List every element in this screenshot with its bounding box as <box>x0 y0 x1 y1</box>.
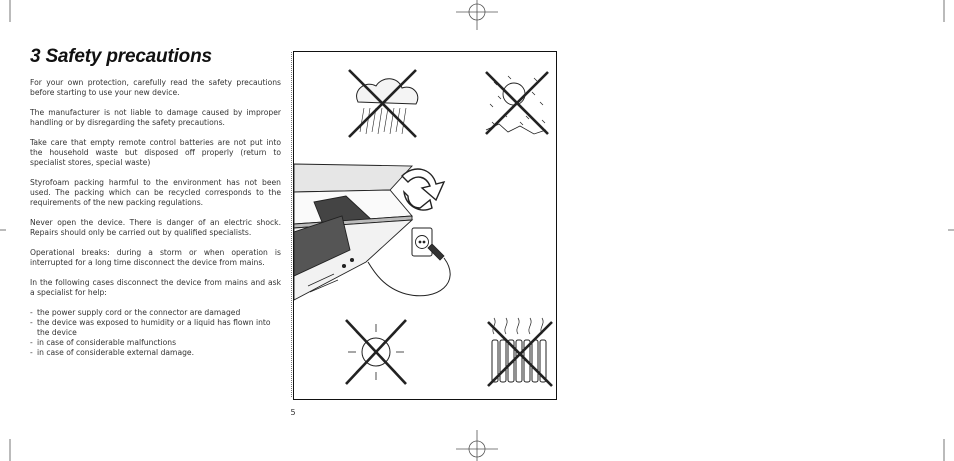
device-illustration <box>294 163 414 301</box>
column-divider <box>291 52 292 397</box>
power-socket-icon <box>411 227 445 261</box>
list-item: in case of considerable malfunctions <box>30 338 281 348</box>
safety-illustration <box>293 51 557 400</box>
snow-icon <box>485 71 549 135</box>
paragraph-own-protection: For your own protection, carefully read … <box>30 78 281 97</box>
paragraph-disconnect-cases: In the following cases disconnect the de… <box>30 278 281 297</box>
paragraph-operational-breaks: Operational breaks: during a storm or wh… <box>30 248 281 267</box>
paragraph-packing: Styrofoam packing harmful to the environ… <box>30 178 281 207</box>
page-number: 5 <box>290 408 296 417</box>
disconnect-case-list: the power supply cord or the connector a… <box>30 308 281 358</box>
page-title: 3 Safety precautions <box>30 46 212 67</box>
rotate-arrow-icon <box>401 168 446 211</box>
paragraph-liability: The manufacturer is not liable to damage… <box>30 108 281 127</box>
safety-text: For your own protection, carefully read … <box>30 78 281 358</box>
radiator-icon <box>487 317 553 387</box>
list-item: the power supply cord or the connector a… <box>30 308 281 318</box>
sun-icon <box>345 319 407 385</box>
list-item: the device was exposed to humidity or a … <box>30 318 281 338</box>
paragraph-batteries: Take care that empty remote control batt… <box>30 138 281 167</box>
rain-cloud-icon <box>348 69 419 138</box>
power-cord <box>367 257 451 297</box>
list-item: in case of considerable external damage. <box>30 348 281 358</box>
paragraph-never-open: Never open the device. There is danger o… <box>30 218 281 237</box>
